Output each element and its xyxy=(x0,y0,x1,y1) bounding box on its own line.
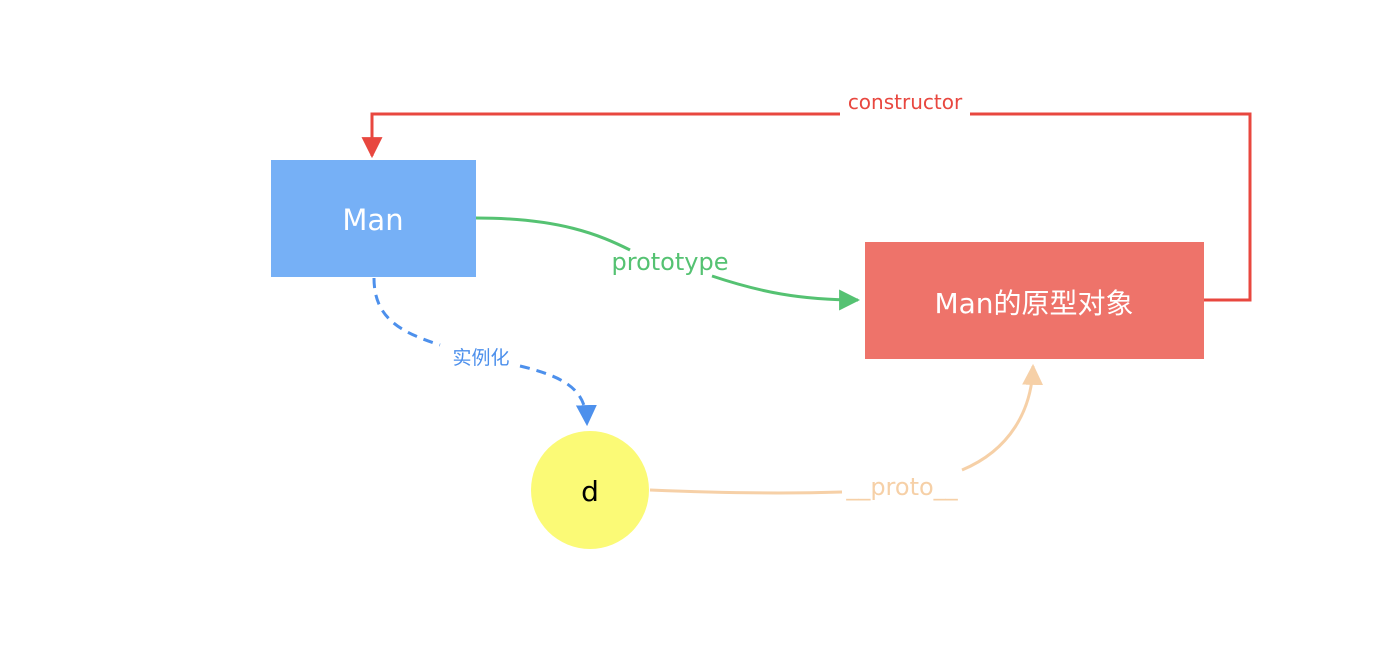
proto-label: __proto__ xyxy=(845,473,958,501)
constructor-edge xyxy=(361,112,1252,302)
proto-edge xyxy=(649,366,1033,495)
instantiate-label: 实例化 xyxy=(452,347,509,369)
constructor-label: constructor xyxy=(848,90,963,114)
instance-d-label: d xyxy=(581,475,599,508)
constructor-label-bg xyxy=(840,92,970,116)
instance-d-node xyxy=(531,431,649,549)
instantiate-edge xyxy=(372,277,587,424)
prototype-object-node xyxy=(865,242,1204,359)
prototype-label: prototype xyxy=(612,248,729,276)
man-node xyxy=(271,160,476,277)
man-node-label: Man xyxy=(342,203,403,237)
prototype-edge xyxy=(475,216,858,300)
prototype-object-label: Man的原型对象 xyxy=(934,287,1133,320)
